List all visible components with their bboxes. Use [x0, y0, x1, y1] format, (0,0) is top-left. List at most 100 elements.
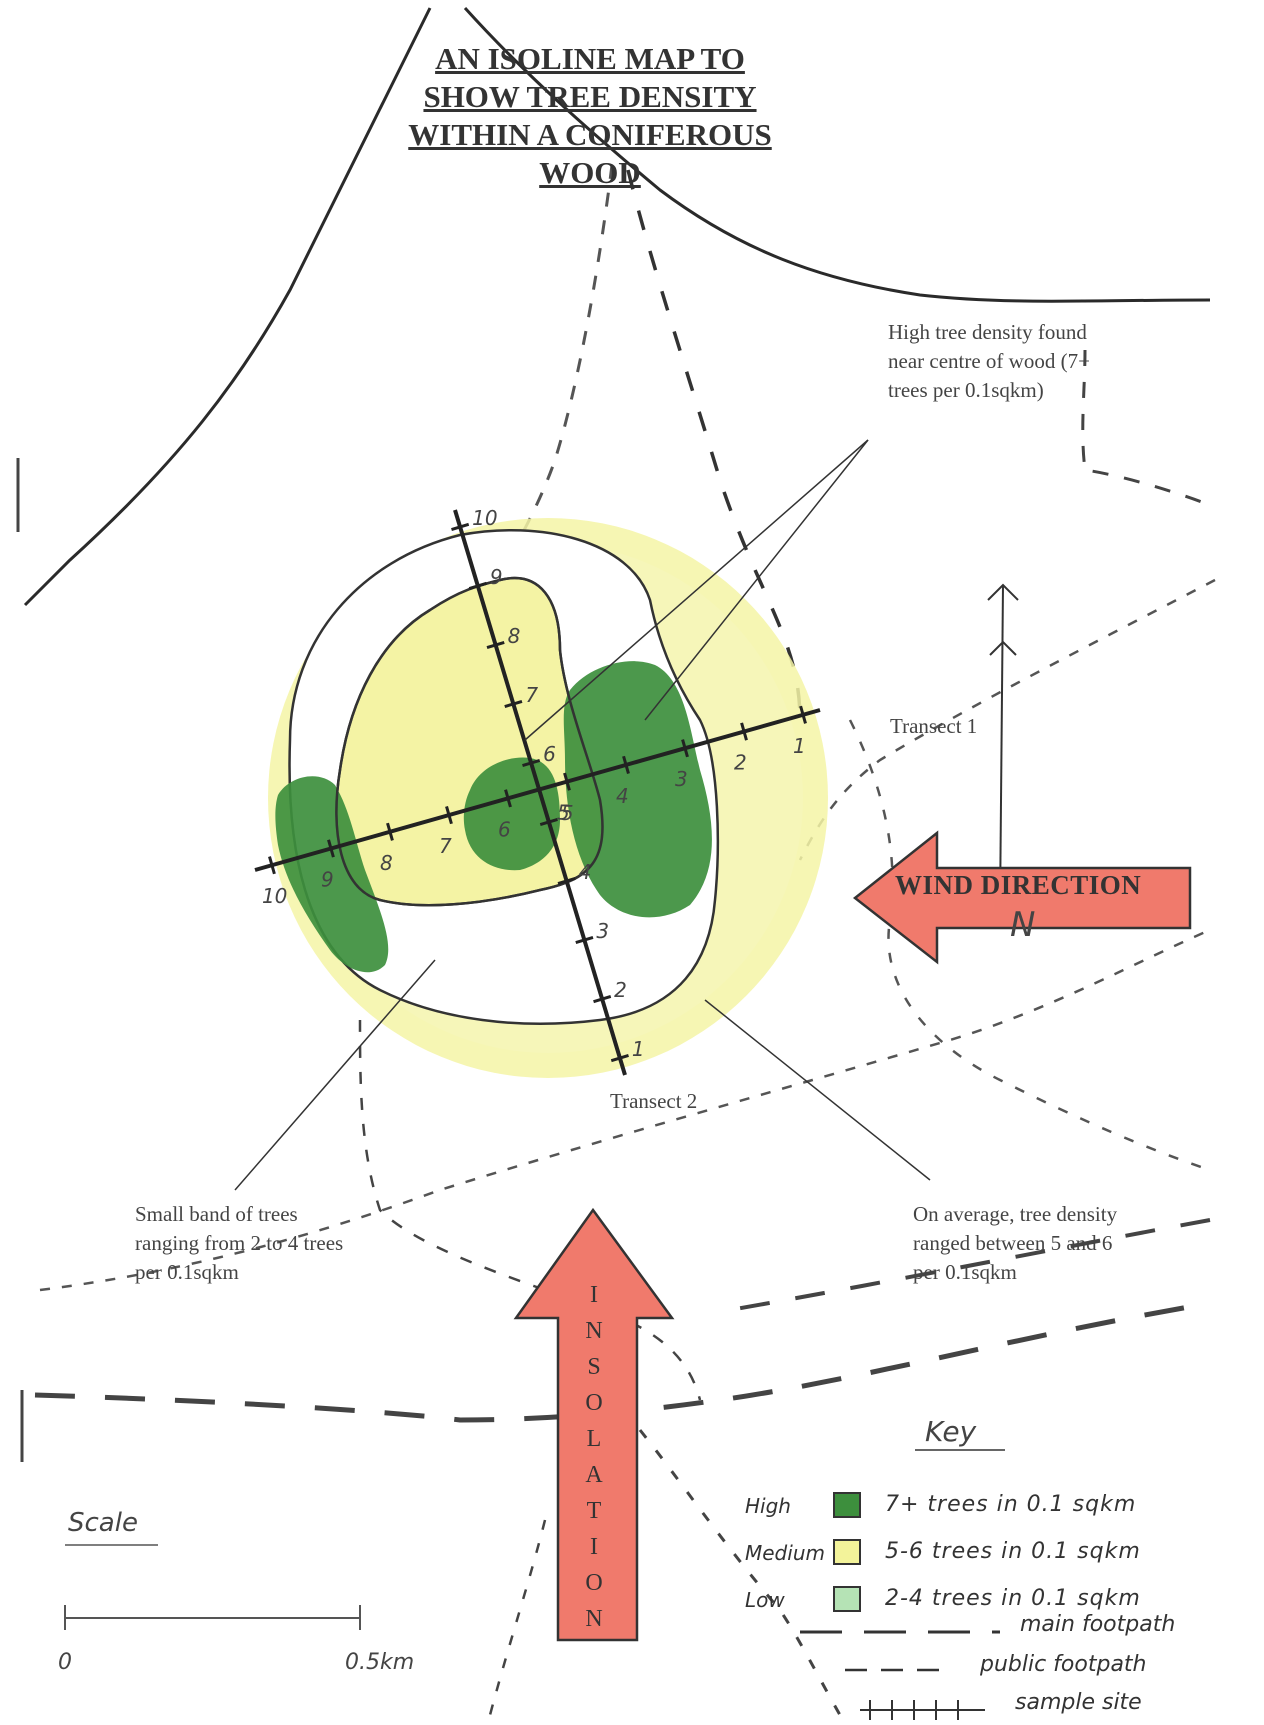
transect-2-tick-label: 5	[561, 801, 574, 825]
transect-2-tick-label: 3	[596, 919, 609, 943]
key-desc-low: 2-4 trees in 0.1 sqkm	[885, 1586, 1141, 1611]
insolation-letter: O	[585, 1390, 603, 1416]
high-density-region-right	[563, 661, 712, 918]
north-label: N	[1010, 905, 1036, 945]
key-level-high: High	[745, 1494, 791, 1518]
map-title-line-1: AN ISOLINE MAP TO	[435, 41, 745, 76]
key-swatch-medium	[833, 1539, 861, 1565]
transect-2-tick-label: 9	[490, 565, 503, 589]
high-density-region-left	[275, 776, 389, 973]
map-title-line-3: WITHIN A CONIFEROUS	[408, 117, 772, 152]
transect-1-tick	[504, 789, 512, 808]
note-high-line-2: near centre of wood (7+	[888, 349, 1090, 373]
insolation-letter: I	[590, 1534, 598, 1560]
note-small-band: Small band of trees ranging from 2 to 4 …	[135, 1200, 343, 1287]
wind-direction-label: WIND DIRECTION	[895, 870, 1142, 900]
transect-2-tick	[468, 581, 487, 590]
insolation-letter: T	[586, 1498, 602, 1524]
north-arrow-shaft	[999, 584, 1004, 911]
transect-1-tick-label: 5	[557, 801, 570, 825]
note-average-density: On average, tree density ranged between …	[913, 1200, 1117, 1287]
transect-2-ticks	[451, 522, 629, 1063]
public-footpath-4	[798, 578, 1216, 861]
transect-2-tick-label: 7	[525, 683, 538, 707]
transect-1-tick-label: 9	[321, 867, 334, 891]
pointer-high-2	[524, 439, 869, 741]
transect-2-tick-label: 6	[543, 742, 556, 766]
transect-2-line	[453, 509, 627, 1076]
transect-2-tick	[522, 758, 541, 768]
transect-1-tick	[681, 739, 689, 758]
key-swatch-high	[833, 1492, 861, 1518]
transect-2-tick	[575, 935, 594, 945]
note-high-line-1: High tree density found	[888, 320, 1087, 344]
transect-1-tick-label: 7	[439, 834, 452, 858]
transect-2-tick-label: 10	[472, 506, 497, 530]
key-desc-sample-site: sample site	[1015, 1690, 1142, 1715]
north-arrow-head	[987, 583, 1019, 601]
insolation-letter: N	[585, 1318, 603, 1344]
wood-boundary-right	[463, 6, 1211, 303]
public-footpath-7	[358, 1019, 702, 1401]
public-footpath-10	[729, 1218, 1211, 1312]
public-footpath-2	[626, 169, 802, 721]
key-desc-medium: 5-6 trees in 0.1 sqkm	[885, 1539, 1141, 1564]
transect-1-tick-label: 2	[734, 751, 747, 775]
public-footpath-8	[638, 1429, 842, 1716]
map-title: AN ISOLINE MAP TO SHOW TREE DENSITY WITH…	[380, 40, 800, 192]
transect-2-tick	[486, 640, 505, 650]
key-level-medium: Medium	[745, 1541, 825, 1565]
north-arrow-head-2	[989, 640, 1017, 656]
transect-2-tick-label: 4	[579, 860, 592, 884]
insolation-letter: L	[586, 1426, 602, 1452]
insolation-arrow	[513, 1207, 675, 1642]
map-title-line-4: WOOD	[539, 155, 641, 190]
insolation-letter: S	[587, 1354, 601, 1380]
pointer-high-1	[644, 439, 869, 721]
key-level-low: Low	[745, 1588, 785, 1612]
note-small-line-3: per 0.1sqkm	[135, 1260, 239, 1284]
scale-start-label: 0	[58, 1650, 72, 1675]
transect-2-tick	[451, 522, 470, 531]
transect-2-tick	[504, 699, 523, 709]
pointer-average	[704, 999, 931, 1181]
key-desc-public-footpath: public footpath	[980, 1652, 1147, 1677]
transect-1-label: Transect 1	[890, 714, 978, 738]
transect-1-ticks	[268, 705, 807, 875]
insolation-letter: N	[585, 1606, 603, 1632]
wood-boundary-left	[23, 7, 432, 607]
transect-1-tick	[622, 755, 630, 775]
key-desc-high: 7+ trees in 0.1 sqkm	[885, 1492, 1137, 1517]
transect-1-tick-label: 4	[616, 784, 629, 808]
note-small-line-2: ranging from 2 to 4 trees	[135, 1231, 344, 1255]
transect-1-tick	[327, 839, 335, 858]
scale-label: Scale	[68, 1508, 138, 1538]
public-footpath-3	[1081, 349, 1211, 507]
scale-end-label: 0.5km	[345, 1650, 415, 1675]
transect-2-tick	[593, 995, 612, 1004]
key-swatch-low	[833, 1586, 861, 1612]
transect-2-tick-label: 1	[632, 1037, 645, 1061]
transect-1-tick-label: 1	[793, 734, 806, 758]
transect-1-tick	[563, 772, 571, 791]
note-average-line-3: per 0.1sqkm	[913, 1260, 1017, 1284]
transect-2-tick	[539, 817, 558, 827]
pointer-small-band	[234, 959, 436, 1191]
note-high-density: High tree density found near centre of w…	[888, 318, 1090, 405]
note-average-line-2: ranged between 5 and 6	[913, 1231, 1113, 1255]
transect-1-tick	[740, 722, 748, 741]
public-footpath-9	[488, 1519, 547, 1716]
transect-2-tick-label: 2	[614, 978, 627, 1002]
transect-2-tick	[610, 1054, 629, 1063]
public-footpath-5	[848, 719, 1211, 1172]
insolation-letter: O	[585, 1570, 603, 1596]
transect-2-tick-labels: 10 9 8 7 6 5 4 3 2 1	[472, 506, 645, 1061]
transect-1-tick-label: 3	[675, 767, 688, 791]
transect-2-tick	[557, 876, 576, 886]
transect-1-tick	[445, 805, 453, 825]
key-title: Key	[925, 1415, 977, 1448]
transect-2-tick-label: 8	[508, 624, 521, 648]
transect-1-tick	[386, 822, 394, 841]
